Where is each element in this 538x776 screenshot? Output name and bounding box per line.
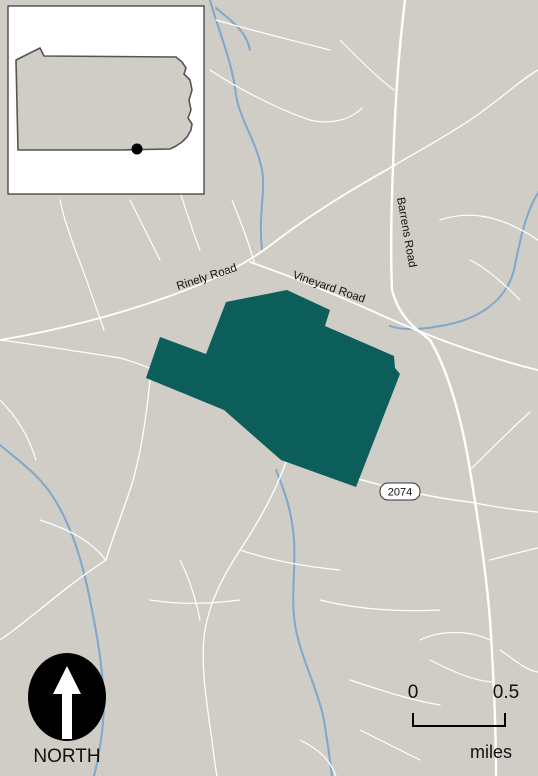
road xyxy=(59,199,105,331)
road xyxy=(0,399,37,461)
road xyxy=(499,649,538,673)
route-shield-label: 2074 xyxy=(388,487,412,499)
scale-end-label: 0.5 xyxy=(493,682,519,703)
road xyxy=(359,729,421,761)
north-arrow-icon xyxy=(28,653,106,741)
north-arrow: NORTH xyxy=(28,653,106,767)
parcel-area xyxy=(146,290,400,487)
road-vineyard xyxy=(249,261,538,371)
road xyxy=(319,599,441,612)
route-shield-2074: 2074 xyxy=(379,482,421,501)
inset-state-outline xyxy=(15,47,193,151)
inset-map xyxy=(7,5,205,195)
north-label: NORTH xyxy=(33,746,100,767)
road-barrens xyxy=(389,0,498,776)
road xyxy=(0,559,107,641)
road xyxy=(202,461,287,776)
road xyxy=(179,191,201,251)
road xyxy=(239,549,341,571)
stream xyxy=(275,469,333,776)
road xyxy=(469,501,538,513)
road xyxy=(149,599,241,604)
road xyxy=(394,69,538,166)
road xyxy=(469,259,521,301)
stream xyxy=(0,444,106,776)
road xyxy=(489,547,538,561)
road xyxy=(209,69,363,123)
road xyxy=(231,199,255,263)
scale-bar-line xyxy=(412,713,506,727)
road xyxy=(179,559,201,621)
road xyxy=(215,19,331,51)
road-rinely xyxy=(0,164,396,341)
road xyxy=(469,411,531,471)
road xyxy=(339,39,395,91)
road xyxy=(39,519,107,561)
road xyxy=(129,199,161,261)
stream xyxy=(209,0,265,251)
scale-units-label: miles xyxy=(470,742,512,762)
road xyxy=(439,214,538,241)
scale-start-label: 0 xyxy=(408,682,419,703)
location-dot-icon xyxy=(131,143,143,155)
road xyxy=(429,659,493,683)
road xyxy=(419,631,491,641)
road xyxy=(299,739,337,776)
route-shield-icon xyxy=(379,482,421,501)
scale-bar: 0 0.5 miles xyxy=(408,682,520,762)
road xyxy=(105,379,151,561)
road xyxy=(349,679,441,706)
